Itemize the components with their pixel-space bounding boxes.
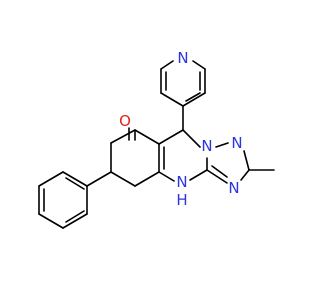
phenyl-ring: [38, 171, 112, 229]
amine-nitrogen: N: [176, 173, 187, 191]
triazole-nitrogen-right: N: [231, 134, 242, 152]
pyridine-ring: [160, 60, 206, 107]
structure-drawing: N O N N N N H: [38, 49, 275, 229]
triazole-nitrogen-bottom: N: [228, 179, 239, 197]
pyrimidine-ring: [158, 129, 208, 182]
amine-hydrogen: H: [176, 191, 187, 209]
bridge-nitrogen: N: [201, 137, 212, 155]
triazole-ring: [206, 142, 275, 184]
atom-labels: N O N N N N H: [119, 49, 243, 209]
cyclohexenone-ring: [110, 127, 160, 187]
ketone-oxygen: O: [119, 112, 131, 130]
pyridine-nitrogen: N: [177, 49, 188, 67]
molecule-diagram: N O N N N N H: [38, 49, 275, 229]
